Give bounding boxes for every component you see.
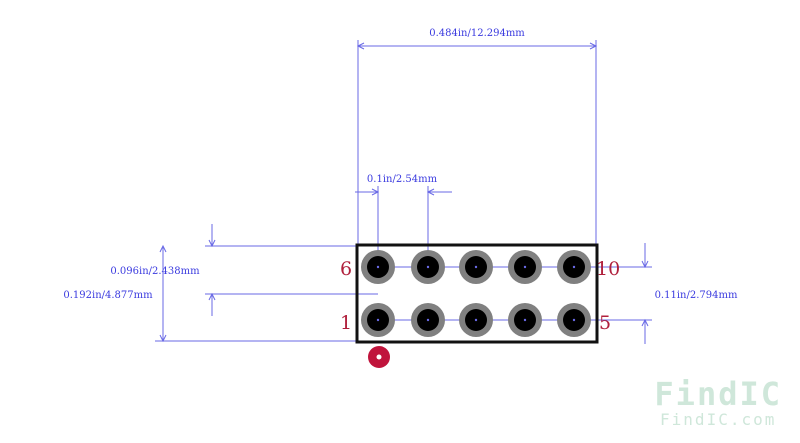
pad-6	[361, 250, 395, 284]
row-offset-label: 0.096in/2.438mm	[110, 266, 200, 277]
watermark-brand: FindIC	[654, 377, 782, 411]
overall-height-label: 0.192in/4.877mm	[63, 290, 153, 301]
watermark: FindIC FindIC.com	[654, 377, 782, 429]
pad-3	[459, 303, 493, 337]
pin-label-10: 10	[596, 258, 620, 280]
watermark-url: FindIC.com	[660, 410, 777, 429]
pad-2	[411, 303, 445, 337]
watermark-brand-find: Find	[654, 375, 740, 413]
pad-8	[459, 250, 493, 284]
pad-1	[361, 303, 395, 337]
pad-7	[411, 250, 445, 284]
pitch-label: 0.1in/2.54mm	[367, 174, 438, 185]
pin1-marker-icon	[368, 346, 390, 368]
pad-array	[361, 250, 591, 337]
pad-10	[557, 250, 591, 284]
pad-9	[508, 250, 542, 284]
overall-height-dimension: 0.192in/4.877mm	[63, 244, 358, 343]
pad-4	[508, 303, 542, 337]
pin-label-1: 1	[340, 312, 352, 334]
overall-width-dimension: 0.484in/12.294mm	[356, 28, 598, 245]
overall-width-label: 0.484in/12.294mm	[429, 28, 525, 39]
component-outline	[355, 243, 599, 344]
pin-label-6: 6	[340, 258, 352, 280]
row-offset-dimension: 0.096in/2.438mm	[110, 224, 378, 316]
pad-5	[557, 303, 591, 337]
right-height-label: 0.11in/2.794mm	[655, 290, 738, 301]
watermark-brand-ic: IC	[739, 375, 782, 413]
pin-label-5: 5	[599, 312, 611, 334]
